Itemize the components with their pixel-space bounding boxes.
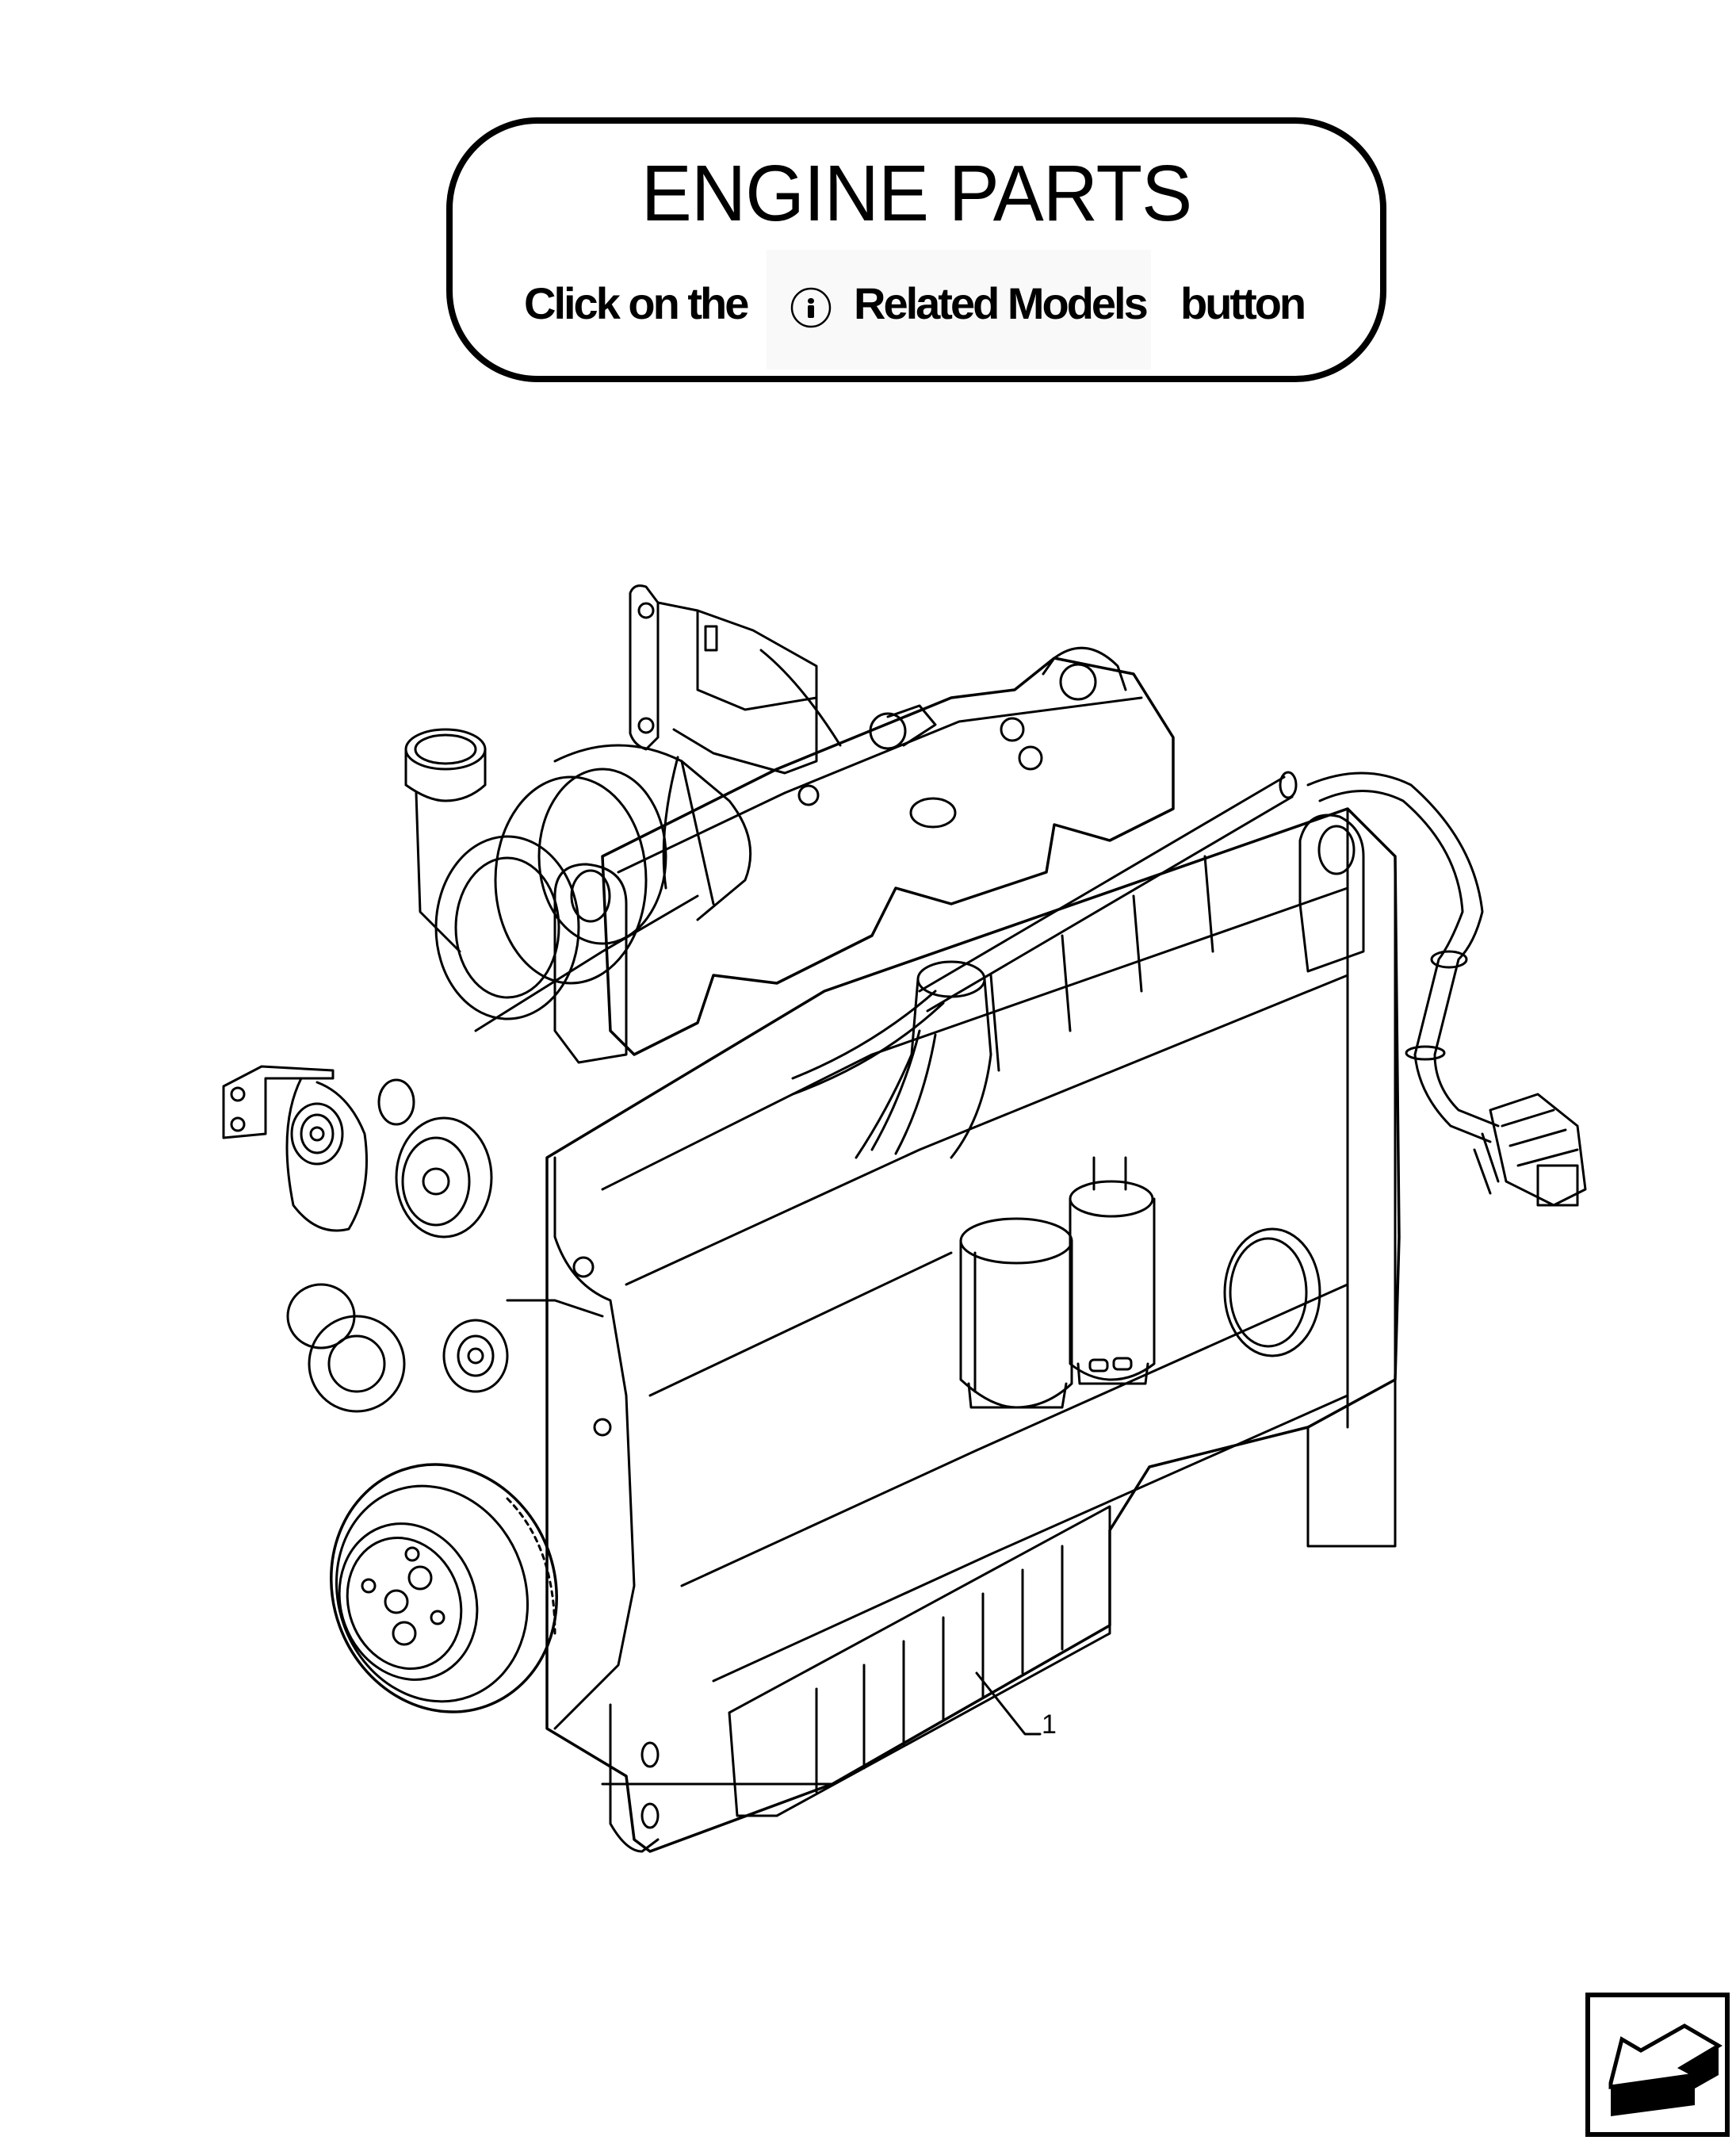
rear-coolant-outlet [1223,1227,1321,1357]
idler-pulleys [286,1283,509,1413]
front-cover [506,1156,636,1730]
wiring-harness [1306,771,1500,1143]
water-pump [377,1078,493,1239]
arrow-down-left-icon [1608,2023,1723,2116]
instruction-suffix: button [1180,278,1306,328]
turbocharger [404,728,752,1032]
fuel-filter-right [1069,1156,1156,1385]
previous-page-button[interactable] [1585,1993,1730,2137]
engine-block [545,807,1401,1853]
page-title: ENGINE PARTS [640,149,1192,238]
valve-cover [601,646,1175,1056]
lifting-eye-front [553,863,628,1064]
intake-elbow [855,960,992,1159]
instruction-line: Click on the Related Models button [453,243,1380,369]
instruction-prefix: Click on the [524,278,749,328]
oil-pan [609,1505,1111,1853]
crankshaft-pulley [330,1463,558,1713]
related-models-button[interactable]: Related Models [767,250,1151,369]
info-icon [790,287,832,328]
lifting-eye-rear [1298,814,1365,973]
wastegate-actuator [629,584,842,890]
fuel-filter-left [959,1217,1073,1409]
fuel-rail [791,771,1298,1096]
related-models-label: Related Models [854,278,1149,328]
harness-connectors [1473,1093,1587,1207]
header-box: ENGINE PARTS Click on the Related Models… [446,117,1386,382]
alternator [222,1065,368,1232]
callout-number: 1 [1042,1709,1057,1740]
callout-1-leader [975,1671,1042,1736]
